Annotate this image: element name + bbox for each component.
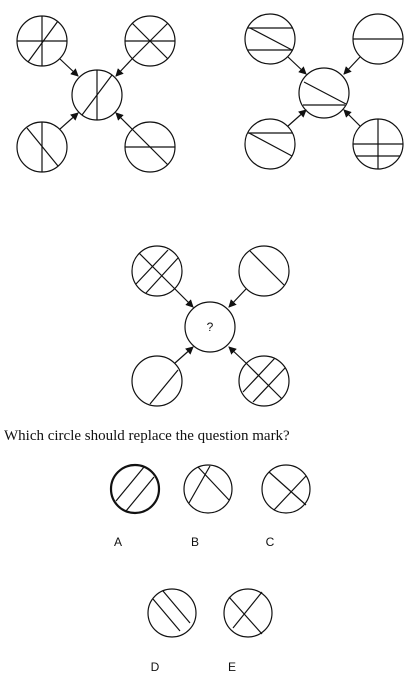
example-1-bottom-right-circle xyxy=(124,121,176,173)
test-top-left-circle xyxy=(131,245,183,297)
example-1-top-right-circle xyxy=(124,15,176,67)
example-2 xyxy=(244,13,404,170)
example-1-arrow-bottom-right xyxy=(115,112,133,130)
example-1 xyxy=(16,15,176,173)
test-arrow-top-right xyxy=(228,288,247,308)
option-d-label: D xyxy=(150,660,160,674)
example-1-bottom-left-circle xyxy=(16,121,68,173)
test-bottom-right-circle xyxy=(238,355,290,407)
example-1-center-circle xyxy=(71,69,123,121)
option-e-circle[interactable] xyxy=(223,588,273,638)
example-1-arrow-top-left xyxy=(59,58,79,77)
test-bottom-left-circle xyxy=(131,355,183,407)
example-2-arrow-bottom-left xyxy=(287,109,307,127)
example-1-top-left-circle xyxy=(16,15,68,67)
example-2-arrow-bottom-right xyxy=(343,109,361,127)
option-e-label: E xyxy=(227,660,236,674)
question-mark-symbol: ? xyxy=(207,320,214,334)
test-center-circle xyxy=(184,301,236,353)
test-figure xyxy=(131,245,290,407)
option-c-circle[interactable] xyxy=(261,464,311,514)
test-arrow-bottom-right xyxy=(228,346,247,364)
option-a-label: A xyxy=(113,535,122,549)
example-1-arrow-bottom-left xyxy=(59,112,79,130)
example-2-center-circle xyxy=(298,67,350,119)
test-top-right-circle xyxy=(238,245,290,297)
option-b-circle[interactable] xyxy=(183,464,233,514)
option-c-label: C xyxy=(265,535,275,549)
test-arrow-bottom-left xyxy=(174,346,194,364)
question-text: Which circle should replace the question… xyxy=(4,428,290,444)
example-2-arrow-top-left xyxy=(287,56,307,75)
example-2-top-right-circle xyxy=(352,13,404,65)
option-b-label: B xyxy=(190,535,199,549)
example-2-top-left-circle xyxy=(244,13,296,65)
example-1-arrow-top-right xyxy=(115,58,133,77)
option-d-circle[interactable] xyxy=(147,588,197,638)
test-arrow-top-left xyxy=(174,288,194,308)
example-2-bottom-right-circle xyxy=(352,118,404,170)
example-2-arrow-top-right xyxy=(343,56,361,75)
example-2-bottom-left-circle xyxy=(244,118,296,170)
option-a-circle[interactable] xyxy=(109,463,161,515)
